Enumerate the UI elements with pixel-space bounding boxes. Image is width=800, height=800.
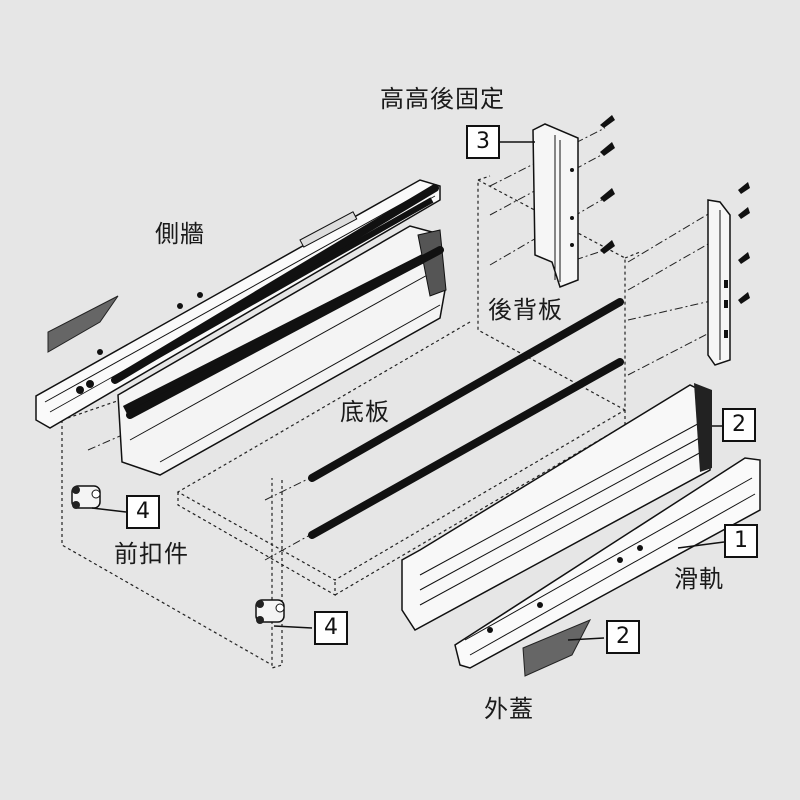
label-back-panel: 後背板 [488,296,563,324]
label-rear-fixing: 高高後固定 [380,85,505,113]
callout-outer-cover: 2 [606,620,640,654]
callout-front-fitting-left: 4 [126,495,160,529]
gallery-rails [111,184,624,539]
callout-side-cover: 2 [722,408,756,442]
label-slide-rail: 滑軌 [674,565,724,593]
label-side-wall: 側牆 [155,220,205,248]
slide-rail [454,457,761,669]
rear-fixing-bracket [532,123,579,288]
screws-right [738,182,750,304]
callout-front-fitting-right: 4 [314,611,348,645]
screws-rear [600,115,615,254]
front-fitting-right-shape [255,599,285,624]
drawer-side-panel-right [401,383,712,631]
outer-cover-left-shape [47,295,119,353]
front-fitting-left-shape [71,485,101,509]
leader-lines [91,141,725,641]
rear-bracket-right [707,199,731,366]
label-front-fitting: 前扣件 [114,540,189,568]
front-panel-outline [61,399,283,669]
outer-cover-shape [522,619,592,677]
label-outer-cover: 外蓋 [484,695,534,723]
callout-rear-fixing: 3 [466,125,500,159]
label-bottom-panel: 底板 [340,398,390,426]
callout-slide-rail: 1 [724,524,758,558]
